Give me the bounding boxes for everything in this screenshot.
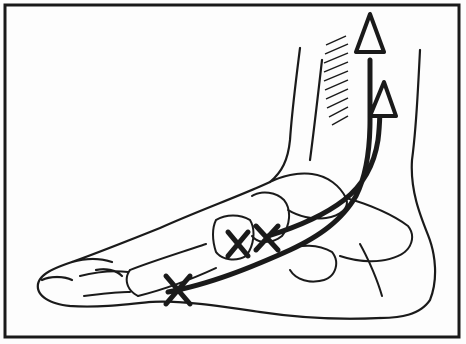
cuneiform-mark-2: [256, 226, 278, 250]
arrow-heads: [356, 14, 396, 116]
leg-outline: [270, 48, 435, 318]
tendon-arrow-outer: [168, 60, 370, 292]
border-frame: [5, 5, 459, 337]
tendon-arrows: [168, 60, 380, 292]
muscle-hatching: [324, 36, 348, 125]
arrowhead-outer-icon: [356, 14, 384, 52]
arrowhead-inner-icon: [370, 82, 396, 116]
cuneiform-mark-1: [228, 232, 248, 256]
